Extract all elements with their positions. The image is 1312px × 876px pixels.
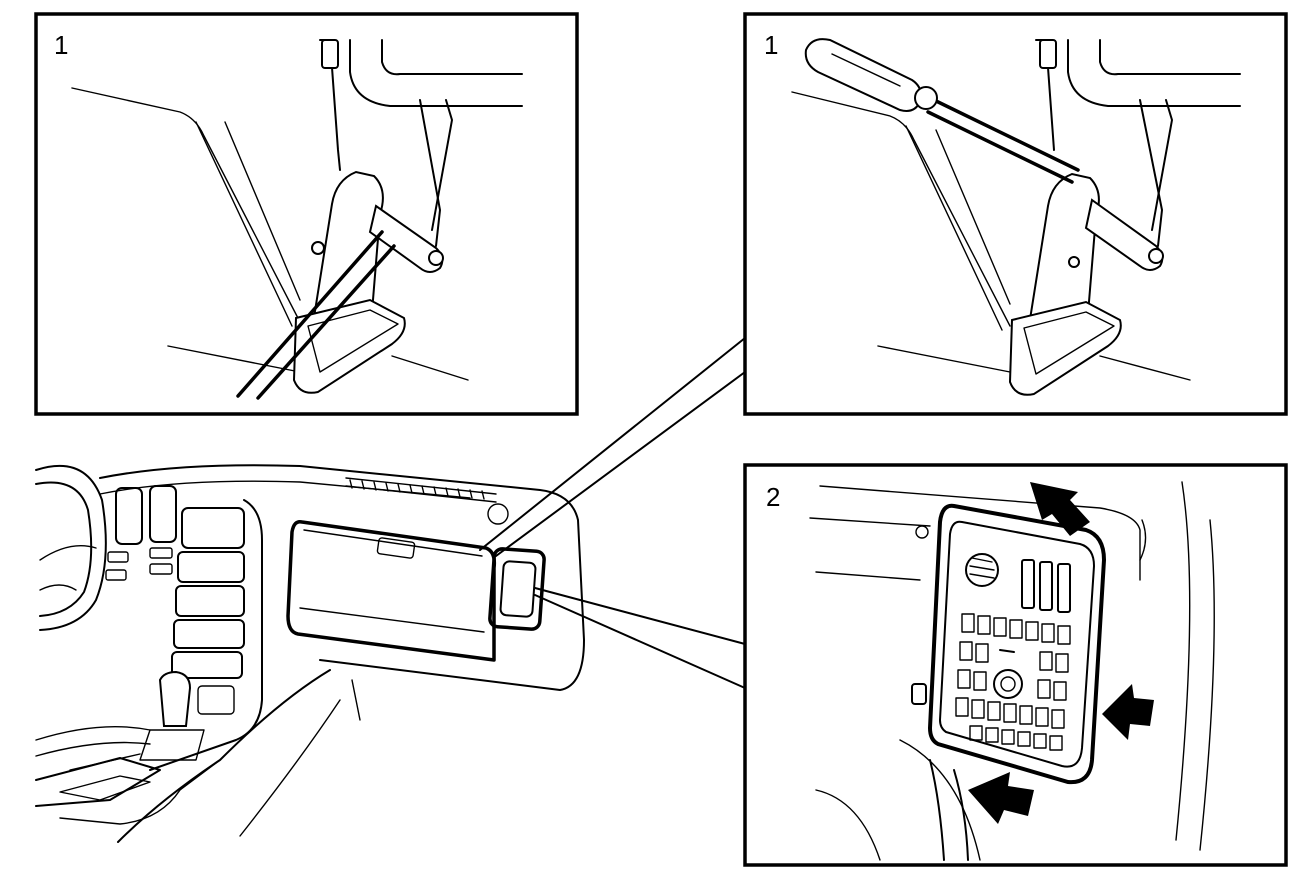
arrow-icon bbox=[1030, 482, 1090, 536]
arrow-icon bbox=[1102, 684, 1154, 740]
panel-number: 2 bbox=[766, 482, 780, 512]
fuse-cover-highlight bbox=[488, 547, 546, 631]
glovebox-highlight bbox=[286, 519, 497, 662]
panel-number: 1 bbox=[54, 30, 68, 60]
fuse-grid bbox=[955, 613, 1071, 751]
panel-top-left: 1 bbox=[34, 12, 579, 416]
leader-lines bbox=[479, 337, 746, 689]
arrow-icon bbox=[968, 772, 1034, 824]
panel-bottom-right: 2 bbox=[743, 463, 1288, 867]
panel-top-right: 1 bbox=[743, 12, 1288, 416]
dashboard-overview bbox=[35, 464, 585, 843]
panel-number: 1 bbox=[764, 30, 778, 60]
